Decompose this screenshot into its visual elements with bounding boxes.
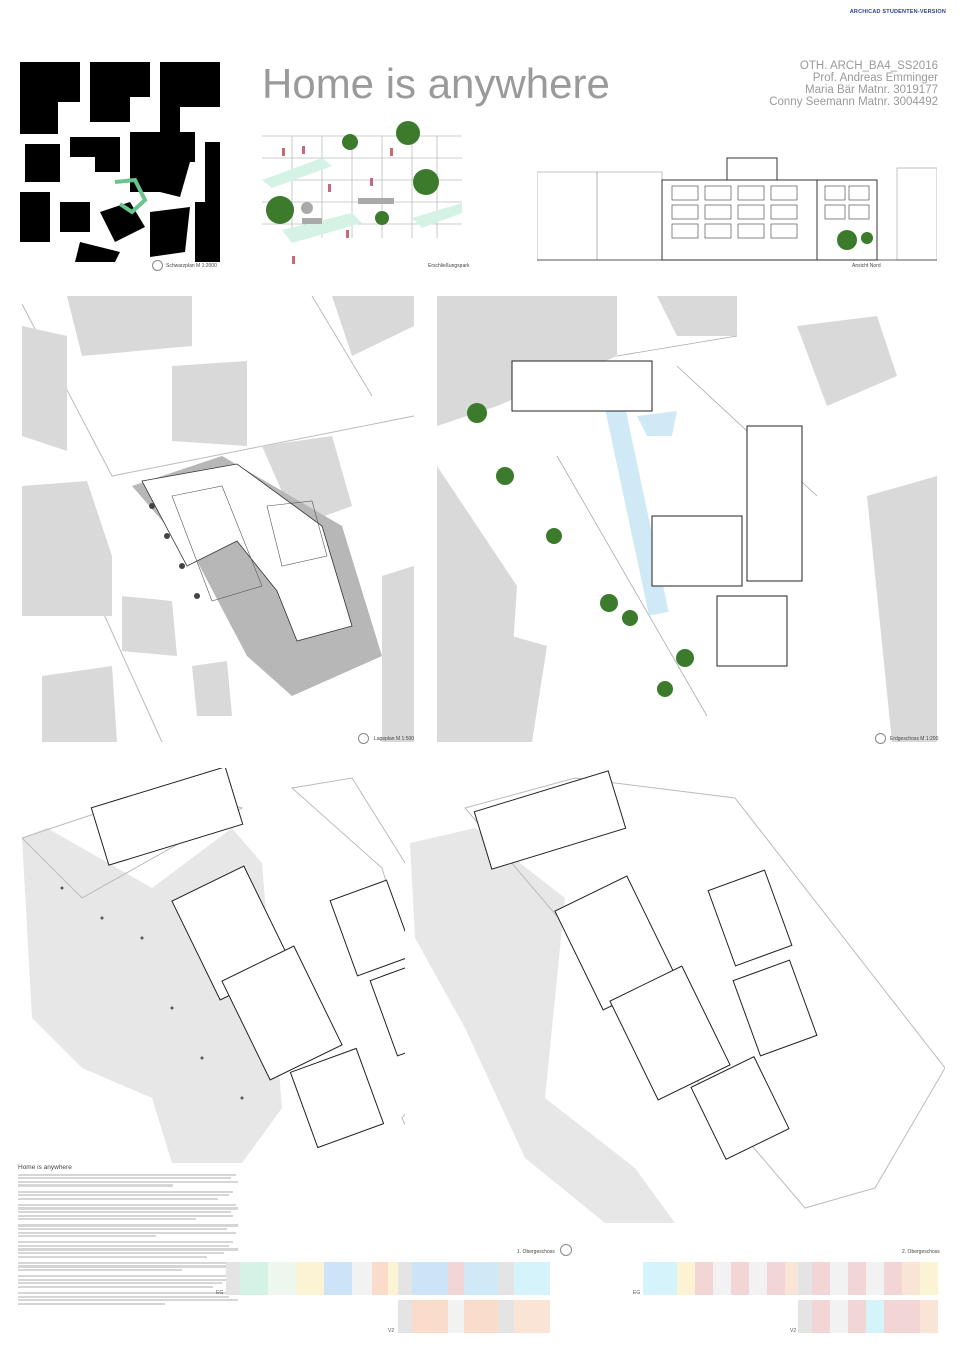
scale-circle xyxy=(560,1244,572,1256)
professor-line: Prof. Andreas Emminger xyxy=(812,72,938,84)
legend-row-label: EG xyxy=(633,1290,641,1296)
scale-circle xyxy=(875,733,886,744)
schwarzplan-caption: Schwarzplan M 1:2000 xyxy=(166,263,217,269)
project-meta: OTH. ARCH_BA4_SS2016 Prof. Andreas Emmin… xyxy=(769,60,938,108)
og2-plan-figure xyxy=(405,768,945,1223)
legend-row-label: V1 xyxy=(388,1290,395,1296)
description-title: Home is anywhere xyxy=(18,1164,72,1171)
legend-strip xyxy=(226,1262,404,1295)
legend-row-label: V1 xyxy=(790,1290,797,1296)
ansicht-caption: Ansicht Nord xyxy=(852,263,881,269)
scale-circle xyxy=(152,260,163,271)
erdgeschoss-caption: Erdgeschoss M 1:200 xyxy=(890,736,939,742)
legend-strip xyxy=(798,1300,938,1333)
student-line-1: Maria Bär Matnr. 3019177 xyxy=(805,84,938,96)
course-line: OTH. ARCH_BA4_SS2016 xyxy=(799,60,938,72)
legend-row-label: V2 xyxy=(790,1328,797,1334)
erschliessungspark-figure xyxy=(262,118,462,268)
legend-strip xyxy=(798,1262,938,1295)
page-title: Home is anywhere xyxy=(262,60,610,107)
erschliessung-caption: Erschließungspark xyxy=(428,263,470,269)
legend-strip xyxy=(398,1300,550,1333)
legend-strip xyxy=(643,1262,803,1295)
scale-circle xyxy=(358,733,369,744)
student-line-2: Conny Seemann Matnr. 3004492 xyxy=(769,96,938,108)
description-text: Home is anywhere xyxy=(18,1164,240,1306)
legend-row-label: V2 xyxy=(388,1328,395,1334)
og1-caption: 1. Obergeschoss xyxy=(517,1249,555,1255)
student-version-stamp: ARCHICAD STUDENTEN-VERSION xyxy=(849,9,946,15)
og2-caption: 2. Obergeschoss xyxy=(902,1249,940,1255)
ansicht-nord-figure xyxy=(537,150,937,265)
schwarzplan-figure xyxy=(20,62,220,262)
lageplan-figure xyxy=(22,296,414,742)
erdgeschoss-figure xyxy=(437,296,937,742)
legend-strip xyxy=(398,1262,550,1295)
lageplan-caption: Lageplan M 1:500 xyxy=(374,736,415,742)
